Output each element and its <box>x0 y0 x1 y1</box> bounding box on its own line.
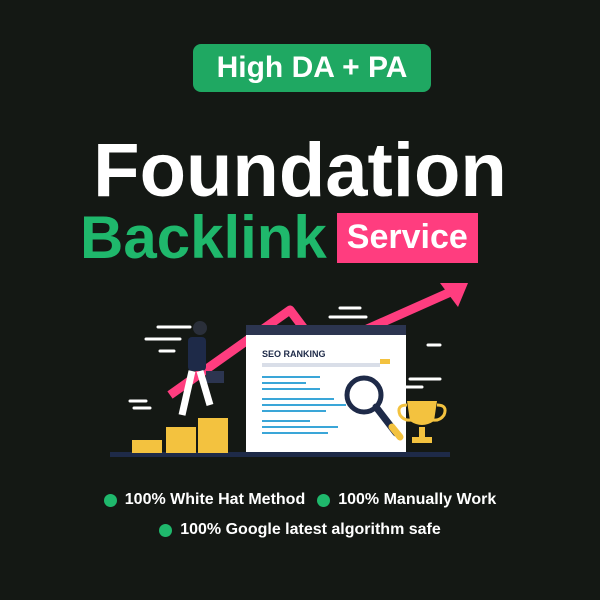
feature-item: 100% White Hat Method <box>103 491 306 509</box>
businessman-figure <box>178 321 224 416</box>
bullet-dot-icon <box>103 493 117 507</box>
bullet-dot-icon <box>159 523 173 537</box>
title-line2: Backlink Service <box>80 206 478 270</box>
service-highlight: Service <box>336 213 478 263</box>
seo-ranking-card: SEO RANKING <box>246 325 406 452</box>
feature-text: 100% Manually Work <box>338 491 497 508</box>
step-bar-3 <box>198 418 228 453</box>
feature-text: 100% White Hat Method <box>124 491 306 508</box>
feature-list: 100% White Hat Method 100% Manually Work… <box>0 488 600 548</box>
trophy-icon <box>397 401 447 443</box>
ground-line <box>110 452 450 457</box>
step-bar-2 <box>166 427 196 453</box>
arrow-head <box>440 283 468 307</box>
title-backlink: Backlink <box>80 204 327 271</box>
magnifier-icon <box>344 375 404 441</box>
step-bar-1 <box>132 440 162 453</box>
feature-item: 100% Google latest algorithm safe <box>159 521 441 539</box>
title-foundation: Foundation <box>93 128 507 213</box>
card-title: SEO RANKING <box>262 349 326 359</box>
high-da-pa-badge: High DA + PA <box>193 44 431 92</box>
feature-text: 100% Google latest algorithm safe <box>180 521 441 538</box>
bullet-dot-icon <box>317 493 331 507</box>
seo-illustration: SEO RANKING <box>110 283 468 457</box>
feature-item: 100% Manually Work <box>317 491 496 509</box>
feature-row: 100% Google latest algorithm safe <box>0 518 600 542</box>
badge-label: High DA + PA <box>216 51 408 84</box>
feature-row: 100% White Hat Method 100% Manually Work <box>0 488 600 512</box>
